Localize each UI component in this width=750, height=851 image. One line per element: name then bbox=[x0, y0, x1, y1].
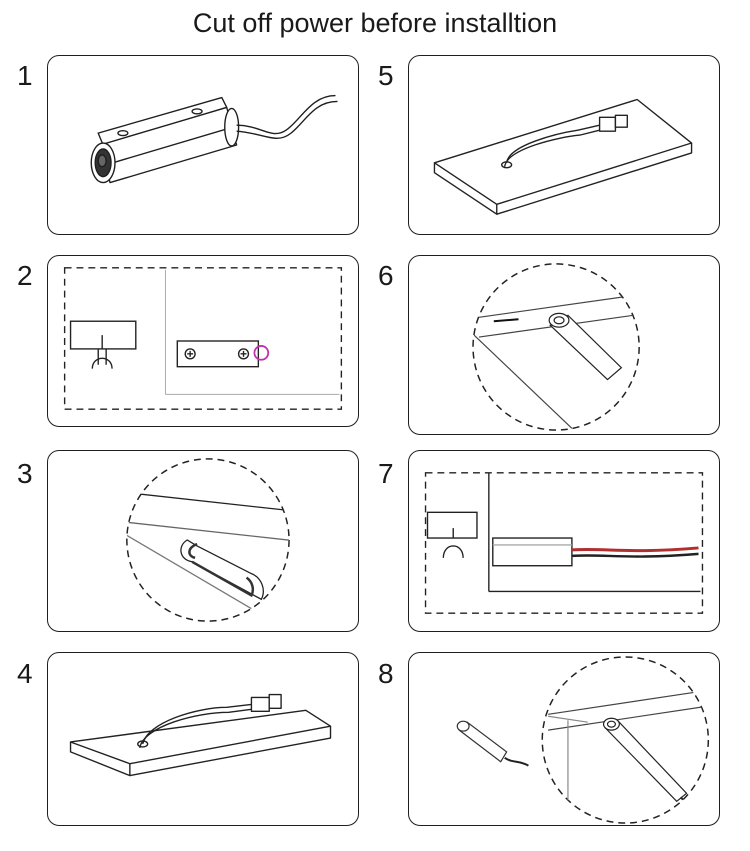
step-7-panel bbox=[408, 450, 720, 632]
step-number-5: 5 bbox=[378, 60, 394, 91]
step-4-panel bbox=[47, 652, 359, 826]
step-number-7: 7 bbox=[378, 458, 394, 489]
step-8-panel bbox=[408, 652, 720, 826]
clip-detail-illustration bbox=[126, 458, 290, 622]
sensor-insertion-detail-illustration bbox=[472, 263, 640, 431]
step-number-6: 6 bbox=[378, 260, 394, 291]
step-number-4: 4 bbox=[17, 658, 33, 689]
step-2-panel bbox=[47, 255, 359, 427]
board-connector-illustration-2 bbox=[433, 98, 693, 215]
step-number-3: 3 bbox=[17, 458, 33, 489]
board-connector-illustration bbox=[69, 693, 332, 777]
sensor-install-detail-illustration bbox=[456, 656, 710, 824]
step-6-panel bbox=[408, 255, 720, 435]
step-1-panel bbox=[47, 55, 359, 235]
step-number-2: 2 bbox=[17, 260, 33, 291]
sensor-with-cable-illustration bbox=[90, 94, 338, 184]
sensor-in-channel-illustration bbox=[424, 472, 704, 614]
step-3-panel bbox=[47, 450, 359, 632]
clip-mount-illustration bbox=[63, 267, 343, 410]
page-title: Cut off power before installtion bbox=[192, 8, 558, 38]
step-number-8: 8 bbox=[378, 658, 394, 689]
step-number-1: 1 bbox=[17, 60, 33, 91]
step-5-panel bbox=[408, 55, 720, 235]
